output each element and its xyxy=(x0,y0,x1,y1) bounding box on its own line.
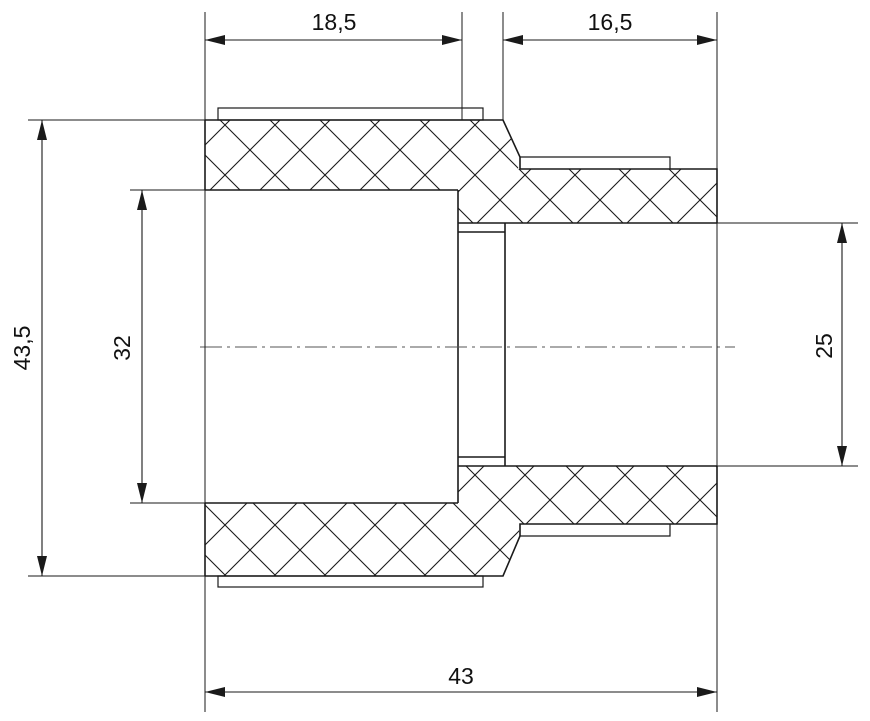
dimension-25: 25 xyxy=(811,223,847,466)
dimension-16-5: 16,5 xyxy=(503,9,717,45)
dimension-label-43: 43 xyxy=(448,663,474,689)
top-wall-large-section xyxy=(205,120,520,223)
dimension-32: 32 xyxy=(109,190,147,503)
top-wall-small-section xyxy=(518,169,717,223)
dimension-label-43-5: 43,5 xyxy=(9,326,35,371)
part-outline xyxy=(204,107,718,588)
dimension-43: 43 xyxy=(205,663,717,697)
dimension-43-5: 43,5 xyxy=(9,120,47,576)
dimension-label-32: 32 xyxy=(109,335,135,361)
extension-lines xyxy=(28,12,858,712)
dimension-label-16-5: 16,5 xyxy=(588,9,633,35)
bottom-wall-large-section xyxy=(205,466,520,576)
dimension-18-5: 18,5 xyxy=(205,9,462,45)
dimension-label-18-5: 18,5 xyxy=(312,9,357,35)
bottom-wall-small-section xyxy=(518,466,717,524)
dimension-label-25: 25 xyxy=(811,333,837,359)
cross-section-hatching xyxy=(205,120,717,576)
